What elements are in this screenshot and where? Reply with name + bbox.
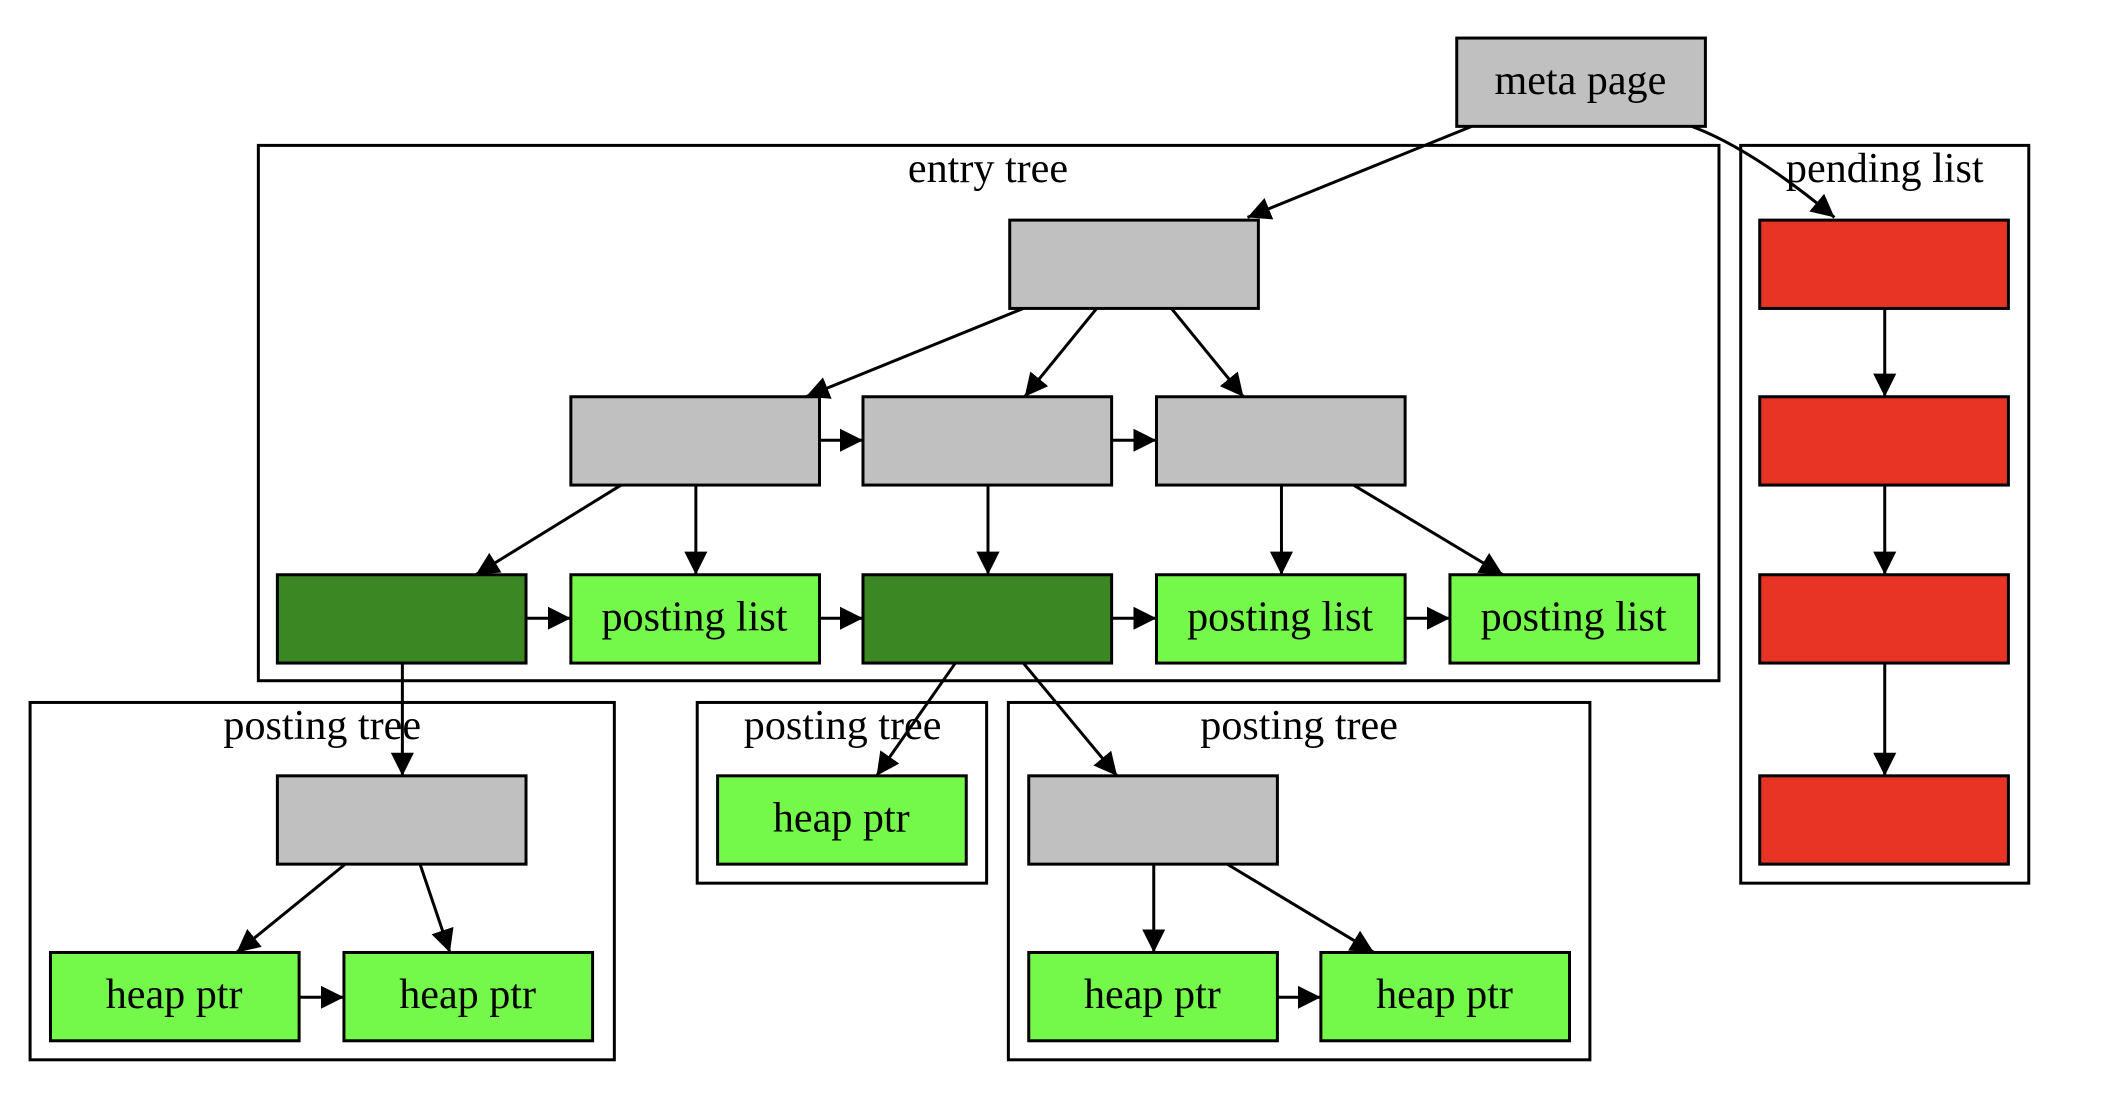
node-label: posting list [1481, 593, 1667, 640]
pending-list-node-3 [1758, 573, 2010, 665]
cluster-label: posting tree [744, 702, 942, 749]
posting-tree-1-heap-node-2: heap ptr [342, 950, 595, 1043]
edge-inner3-leaf5 [1352, 483, 1504, 577]
entry-leaf-node-4: posting list [1154, 573, 1407, 665]
pending-list-node-1 [1758, 218, 2010, 310]
cluster-posting-tree-1: posting tree [28, 700, 616, 1062]
edge-leaf3-pt3root [1022, 662, 1119, 777]
node-label: posting list [1187, 593, 1373, 640]
edge-root-inner2 [1023, 307, 1098, 398]
edge-inner1-leaf1 [474, 483, 622, 577]
cluster-pending-list: pending list [1739, 143, 2031, 885]
cluster-posting-tree-3: posting tree [1006, 700, 1592, 1062]
edge-meta-root [1246, 124, 1473, 220]
cluster-label: posting tree [223, 702, 421, 749]
cluster-label: posting tree [1200, 702, 1398, 749]
node-label: meta page [1494, 57, 1666, 104]
entry-root-node [1008, 218, 1260, 310]
entry-inner-node-3 [1154, 395, 1407, 487]
cluster-entry-tree: entry tree [256, 143, 1721, 683]
posting-tree-1-root-node [275, 774, 528, 866]
node-label: posting list [601, 593, 787, 640]
edge-pt3root-heap2 [1226, 862, 1375, 954]
edge-root-inner3 [1170, 307, 1245, 398]
edge-leaf3-pt2heap [875, 662, 957, 777]
node-label: heap ptr [773, 795, 910, 842]
edges [235, 124, 1897, 1009]
cluster-posting-tree-2: posting tree [695, 700, 989, 885]
cluster-label: pending list [1786, 145, 1984, 192]
posting-tree-3-heap-node-2: heap ptr [1319, 950, 1572, 1043]
pending-list-node-2 [1758, 395, 2010, 487]
edge-pt1root-heap2 [418, 863, 454, 953]
meta-page-node: meta page [1455, 36, 1707, 128]
entry-leaf-node-3 [861, 573, 1114, 665]
pending-list-node-4 [1758, 774, 2010, 866]
nodes: meta page posting list [48, 36, 2010, 1043]
posting-tree-2-heap-node: heap ptr [716, 774, 968, 866]
entry-leaf-node-2: posting list [569, 573, 822, 665]
node-label: heap ptr [399, 971, 536, 1018]
entry-inner-node-2 [861, 395, 1114, 487]
entry-leaf-node-1 [275, 573, 528, 665]
node-label: heap ptr [106, 971, 243, 1018]
cluster-label: entry tree [908, 145, 1068, 192]
edge-meta-pending [1691, 124, 1836, 219]
node-label: heap ptr [1084, 971, 1221, 1018]
edge-root-inner1 [805, 307, 1024, 399]
posting-tree-3-root-node [1027, 774, 1279, 866]
entry-leaf-node-5: posting list [1448, 573, 1701, 665]
posting-tree-1-heap-node-1: heap ptr [48, 950, 301, 1043]
node-label: heap ptr [1376, 971, 1513, 1018]
posting-tree-3-heap-node-1: heap ptr [1027, 950, 1279, 1043]
edge-pt1root-heap1 [235, 862, 347, 954]
entry-inner-node-1 [569, 395, 822, 487]
